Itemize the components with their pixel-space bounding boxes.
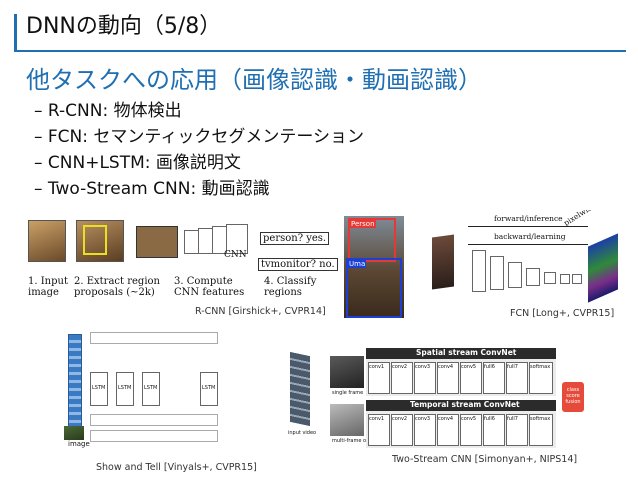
bullet-list: – R-CNN: 物体検出 – FCN: セマンティックセグメンテーション – … — [34, 98, 364, 202]
fcn-pixelwise-label: pixelwise prediction — [562, 210, 624, 228]
temporal-conv4: conv4 — [437, 414, 459, 446]
bullet-rcnn: – R-CNN: 物体検出 — [34, 98, 364, 124]
fcn-forward-label: forward/inference — [494, 214, 563, 223]
spatial-stream-title: Spatial stream ConvNet — [416, 348, 516, 357]
spatial-conv2: conv2 — [391, 362, 413, 394]
fcn-backward-arrow — [468, 244, 588, 245]
optical-flow-image — [330, 404, 364, 436]
lstm-word-row — [90, 430, 218, 442]
lstm-input-image — [64, 426, 84, 440]
detection-example-image: Person Uma — [344, 216, 404, 318]
input-video-label: input video — [288, 430, 316, 436]
temporal-stream-title: Temporal stream ConvNet — [410, 400, 520, 409]
horse-label: Uma — [348, 260, 366, 268]
horse-detection-box: Uma — [346, 258, 402, 318]
rcnn-input-image — [28, 220, 66, 262]
lstm-unit-1: LSTM — [116, 372, 134, 406]
fcn-figure: forward/inference backward/learning pixe… — [428, 210, 624, 308]
title-accent-bar — [14, 14, 17, 50]
spatial-stream: Spatial stream ConvNet conv1 conv2 conv3… — [366, 348, 556, 396]
rcnn-step-4: 4. Classify regions — [264, 276, 334, 298]
rcnn-caption: R-CNN [Girshick+, CVPR14] — [195, 306, 326, 317]
person-label: Person — [350, 220, 376, 228]
rcnn-step-1: 1. Input image — [28, 276, 72, 298]
temporal-full6: full6 — [483, 414, 505, 446]
region-box — [83, 225, 107, 255]
fcn-input-image — [432, 234, 454, 289]
temporal-stream: Temporal stream ConvNet conv1 conv2 conv… — [366, 400, 556, 448]
lstm-unit-n: LSTM — [200, 372, 218, 406]
rcnn-step-2: 2. Extract region proposals (~2k) — [74, 276, 162, 298]
lstm-embed-row — [90, 414, 218, 426]
bullet-lstm: – CNN+LSTM: 画像説明文 — [34, 150, 364, 176]
lstm-unit-0: LSTM — [90, 372, 108, 406]
spatial-full6: full6 — [483, 362, 505, 394]
temporal-conv5: conv5 — [460, 414, 482, 446]
cnn-tower — [68, 334, 82, 428]
fcn-caption: FCN [Long+, CVPR15] — [510, 308, 614, 319]
lstm-figure: image LSTM LSTM LSTM LSTM — [60, 326, 280, 452]
fcn-backward-label: backward/learning — [494, 232, 566, 241]
rcnn-output-tvmonitor: tvmonitor? no. — [258, 258, 338, 271]
lstm-unit-2: LSTM — [142, 372, 160, 406]
rcnn-figure: CNN person? yes. tvmonitor? no. 1. Input… — [28, 220, 346, 310]
fcn-forward-arrow — [468, 226, 588, 227]
single-frame-image — [330, 356, 364, 388]
spatial-conv5: conv5 — [460, 362, 482, 394]
title-underline — [14, 50, 626, 52]
cnn-net-label: CNN — [224, 250, 247, 260]
spatial-full7: full7 — [506, 362, 528, 394]
temporal-conv2: conv2 — [391, 414, 413, 446]
spatial-conv3: conv3 — [414, 362, 436, 394]
spatial-softmax: softmax — [529, 362, 553, 394]
twostream-caption: Two-Stream CNN [Simonyan+, NIPS14] — [392, 454, 577, 465]
single-frame-label: single frame — [332, 390, 363, 396]
spatial-conv4: conv4 — [437, 362, 459, 394]
twostream-figure: input video single frame multi-frame opt… — [286, 346, 586, 452]
rcnn-region-image — [76, 220, 124, 262]
lstm-caption: Show and Tell [Vinyals+, CVPR15] — [96, 462, 257, 473]
rcnn-output-person: person? yes. — [260, 232, 329, 245]
temporal-conv1: conv1 — [368, 414, 390, 446]
fcn-segmentation-output — [588, 233, 618, 302]
lstm-output-row — [90, 332, 218, 344]
lstm-image-label: image — [68, 440, 90, 448]
slide-title: DNNの動向（5/8） — [26, 8, 221, 40]
bullet-twostream: – Two-Stream CNN: 動画認識 — [34, 176, 364, 202]
spatial-conv1: conv1 — [368, 362, 390, 394]
temporal-conv3: conv3 — [414, 414, 436, 446]
rcnn-step-3: 3. Compute CNN features — [174, 276, 254, 298]
class-score-fusion: class score fusion — [562, 382, 584, 412]
bullet-fcn: – FCN: セマンティックセグメンテーション — [34, 124, 364, 150]
temporal-softmax: softmax — [529, 414, 553, 446]
video-frame-stack — [290, 352, 310, 426]
person-detection-box: Person — [348, 218, 396, 262]
section-heading: 他タスクへの応用（画像認識・動画認識） — [26, 60, 482, 95]
warped-region-stack — [136, 226, 178, 258]
temporal-full7: full7 — [506, 414, 528, 446]
fcn-layer-blocks — [472, 250, 582, 292]
